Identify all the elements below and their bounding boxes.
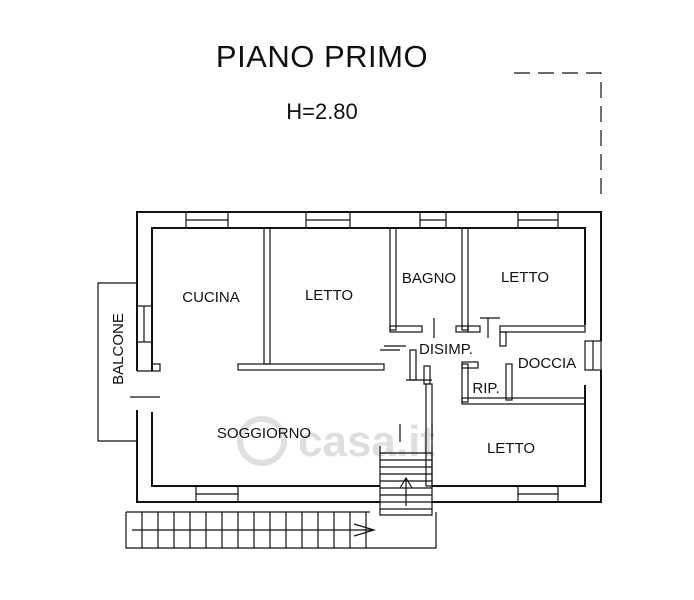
room-label-letto-1: LETTO <box>305 287 353 304</box>
room-label-cucina: CUCINA <box>182 289 240 306</box>
room-label-balcone: BALCONE <box>110 313 127 385</box>
interior-stairs <box>379 446 433 516</box>
plan-title: PIANO PRIMO <box>216 39 428 74</box>
interior-walls <box>237 227 586 487</box>
room-label-ripostiglio: RIP. <box>472 380 499 397</box>
right-window <box>584 340 602 371</box>
room-label-letto-3: LETTO <box>487 440 535 457</box>
room-label-doccia: DOCCIA <box>518 355 576 372</box>
watermark-text: casa.it <box>298 417 435 466</box>
room-label-letto-2: LETTO <box>501 269 549 286</box>
watermark: casa.it <box>237 416 435 466</box>
balcony-outline <box>97 282 137 442</box>
room-label-soggiorno: SOGGIORNO <box>217 425 311 442</box>
bottom-windows <box>195 485 559 503</box>
room-label-bagno: BAGNO <box>402 270 456 287</box>
exterior-stairs <box>125 511 437 549</box>
room-label-disimpegno: DISIMP. <box>419 341 473 358</box>
left-openings <box>130 305 161 398</box>
top-windows <box>185 211 559 229</box>
ceiling-height-label: H=2.80 <box>286 99 358 124</box>
dashed-outline <box>514 72 602 196</box>
